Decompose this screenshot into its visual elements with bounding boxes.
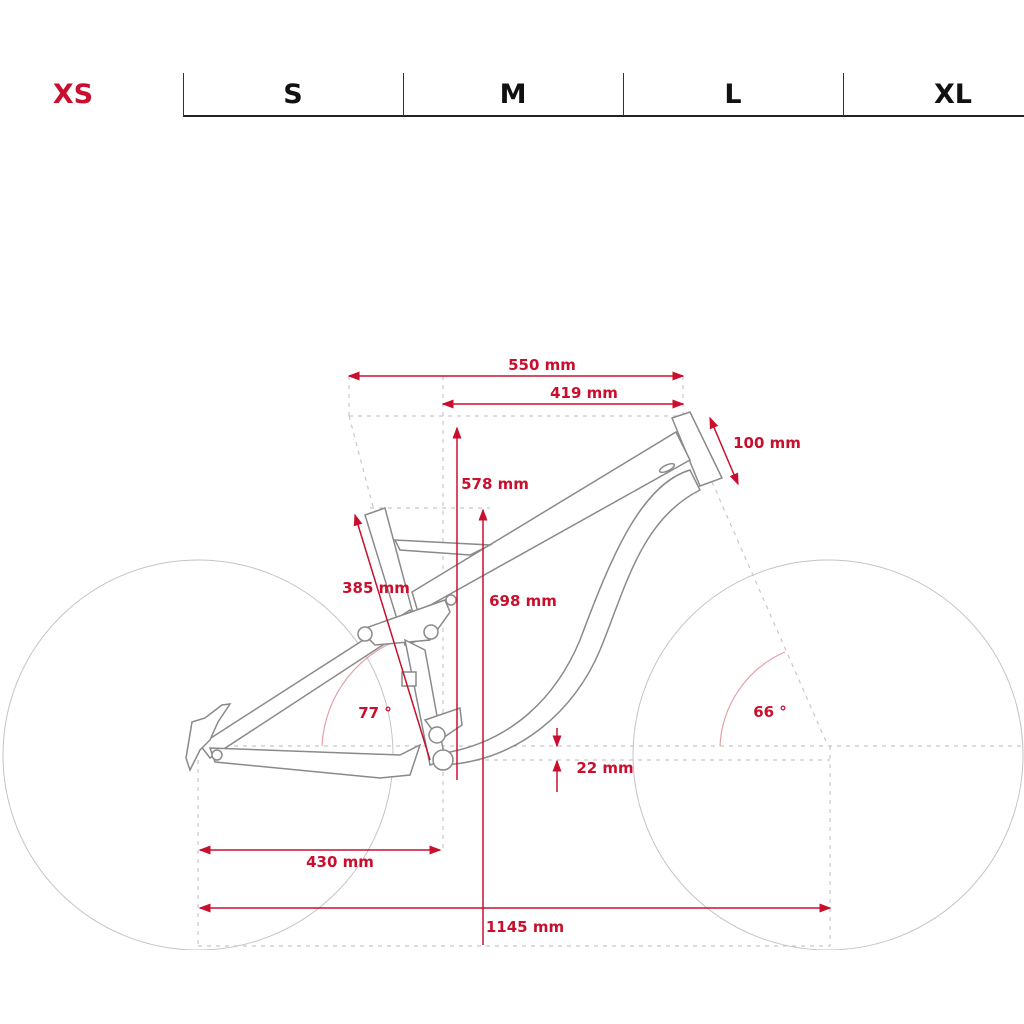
tab-divider [623, 73, 624, 116]
label-wheelbase: 1145 mm [486, 918, 564, 936]
label-550: 550 mm [508, 356, 576, 374]
tab-divider [843, 73, 844, 116]
size-tab-s[interactable]: S [283, 79, 303, 110]
label-stack: 578 mm [461, 475, 529, 493]
size-tab-l[interactable]: L [724, 79, 742, 110]
size-tab-m[interactable]: M [499, 79, 527, 110]
label-chainstay: 430 mm [306, 853, 374, 871]
tab-underline [183, 115, 1024, 117]
label-seat-angle: 77 ° [358, 704, 392, 722]
tab-divider [183, 73, 184, 116]
tab-divider [403, 73, 404, 116]
label-seat-tube: 385 mm [342, 579, 410, 597]
bike-frame [185, 411, 724, 779]
label-standover: 698 mm [489, 592, 557, 610]
label-head-angle: 66 ° [753, 703, 787, 721]
label-reach: 419 mm [550, 384, 618, 402]
size-tab-xs[interactable]: XS [52, 79, 94, 110]
front-wheel [632, 559, 1024, 950]
label-head-tube: 100 mm [733, 434, 801, 452]
size-tab-xl[interactable]: XL [933, 79, 973, 110]
label-bb-drop: 22 mm [576, 759, 633, 777]
dimension-arrows [198, 371, 832, 945]
